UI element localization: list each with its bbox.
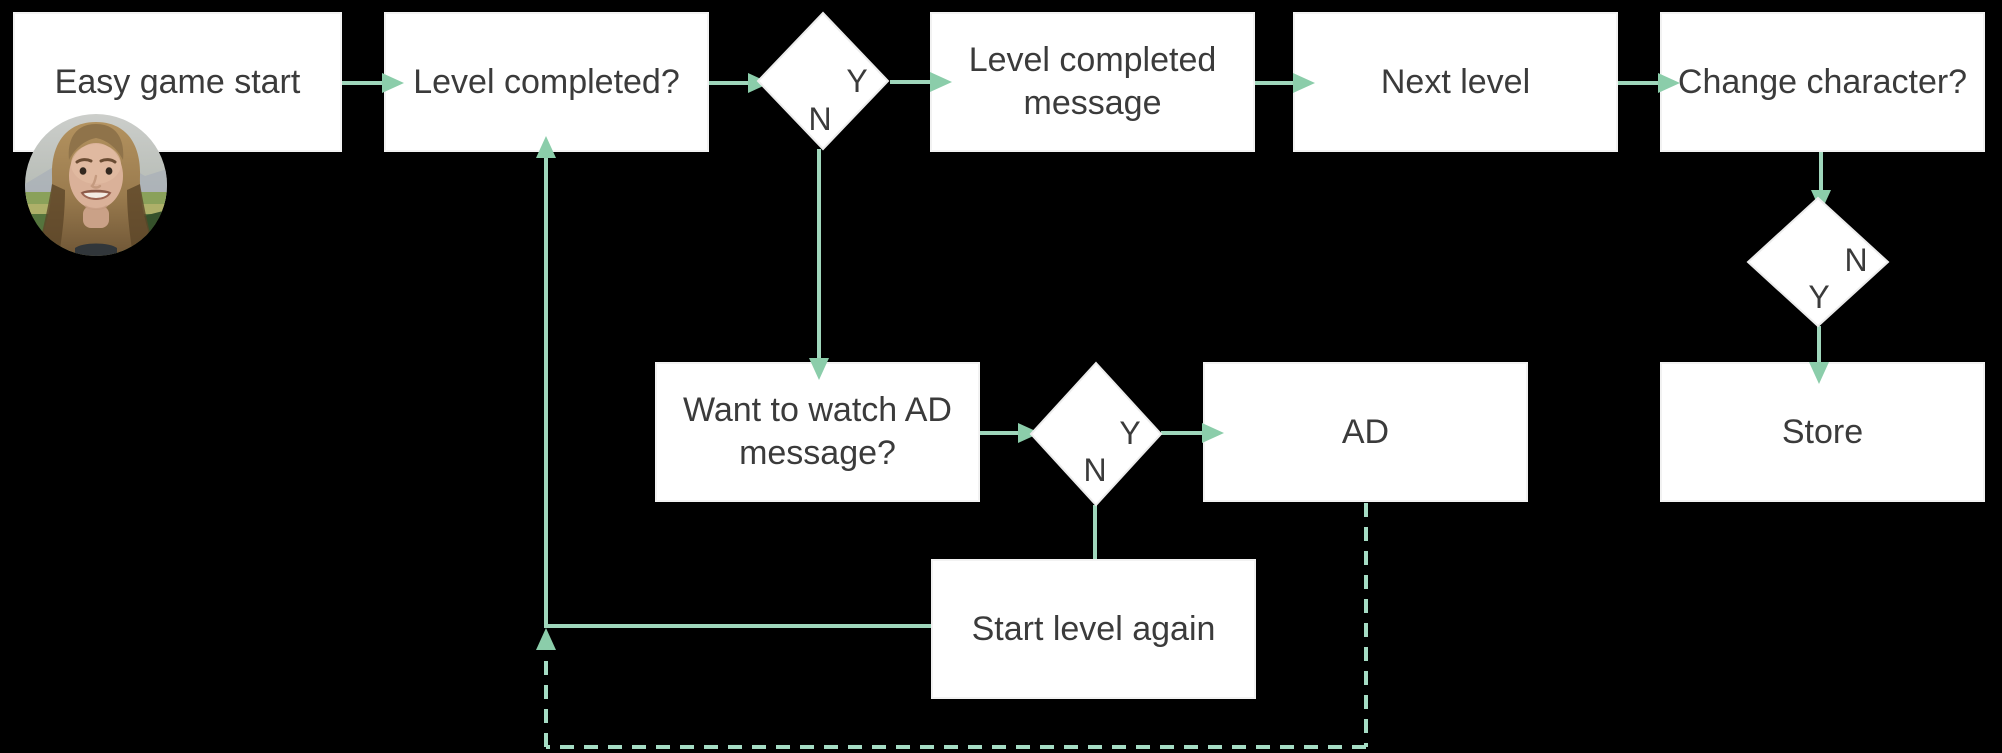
avatar[interactable] — [25, 114, 167, 256]
node-label: AD — [1341, 412, 1390, 451]
node-label: Start level again — [971, 609, 1216, 648]
node-label: Next level — [1380, 62, 1531, 101]
decision-diamond[interactable] — [1029, 361, 1163, 507]
node-change-character[interactable]: Change character? — [1660, 12, 1985, 152]
decision-level-completed[interactable]: Y N — [756, 11, 890, 151]
decision-yes-label: Y — [1808, 279, 1829, 315]
decision-diamond[interactable] — [1746, 196, 1890, 328]
arrowhead-up-icon — [536, 628, 556, 650]
node-label: Easy game start — [54, 62, 301, 101]
node-next-level[interactable]: Next level — [1293, 12, 1618, 152]
profile-photo-icon — [25, 114, 167, 256]
node-label: Store — [1781, 412, 1864, 451]
decision-diamond[interactable] — [756, 11, 890, 151]
node-want-to-watch-ad-message[interactable]: Want to watch AD message? — [655, 362, 980, 502]
arrowhead-right-icon — [1018, 423, 1040, 443]
decision-no-label: N — [1844, 242, 1867, 278]
decision-change-character[interactable]: N Y — [1746, 196, 1890, 328]
node-ad[interactable]: AD — [1203, 362, 1528, 502]
node-label: Want to watch AD message? — [683, 391, 952, 472]
node-start-level-again[interactable]: Start level again — [931, 559, 1256, 699]
decision-no-label: N — [808, 101, 831, 137]
decision-yes-label: Y — [846, 63, 867, 99]
node-label: Level completed message — [968, 41, 1217, 122]
decision-no-label: N — [1083, 452, 1106, 488]
decision-yes-label: Y — [1119, 415, 1140, 451]
node-store[interactable]: Store — [1660, 362, 1985, 502]
arrowhead-down-icon — [1811, 190, 1831, 212]
decision-watch-ad[interactable]: Y N — [1029, 361, 1163, 507]
node-level-completed-message[interactable]: Level completed message — [930, 12, 1255, 152]
node-label: Change character? — [1677, 62, 1968, 101]
node-level-completed[interactable]: Level completed? — [384, 12, 709, 152]
arrowhead-right-icon — [748, 73, 770, 93]
node-label: Level completed? — [413, 62, 680, 101]
